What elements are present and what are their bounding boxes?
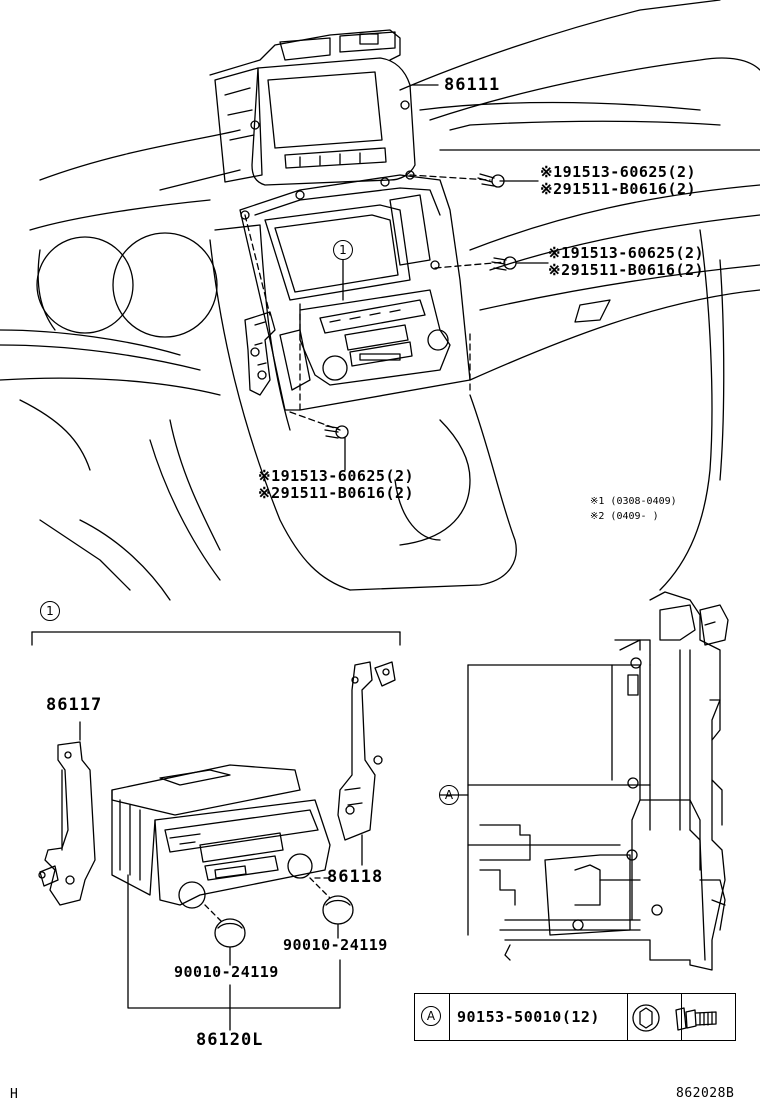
footer-right: 862028B (676, 1086, 735, 1101)
note-2: ※2 (0409- ) (590, 511, 659, 522)
label-knob-right: 90010-24119 (283, 936, 388, 954)
bracket-86118 (337, 661, 396, 841)
ref-letter-A-detail: A (439, 785, 459, 805)
top-dashed-leaders (244, 174, 506, 431)
display-unit-86111 (209, 29, 416, 186)
knob-right (322, 895, 354, 925)
ref-circle-1-top: 1 (333, 240, 353, 260)
label-86120L: 86120L (196, 1030, 264, 1050)
top-leaders (342, 84, 549, 471)
legend-letter-cell: A (415, 994, 450, 1040)
label-86117: 86117 (46, 695, 103, 715)
label-bolt-middle-line1: ※191513-60625(2) (548, 244, 705, 262)
legend-icon-cell (627, 994, 682, 1040)
bolt-top-lower (324, 425, 349, 439)
bracket-86117 (38, 741, 96, 906)
label-bolt-lower-line1: ※191513-60625(2) (258, 467, 415, 485)
dashboard-outline (0, 0, 760, 601)
label-86111: 86111 (444, 75, 501, 95)
audio-unit-86120L (111, 764, 331, 909)
label-bolt-upper-line1: ※191513-60625(2) (540, 163, 697, 181)
note-1: ※1 (0308-0409) (590, 496, 677, 507)
label-bolt-middle-line2: ※291511-B0616(2) (548, 261, 705, 279)
legend-bolt-head-icon (632, 1004, 660, 1032)
legend-table: A 90153-50010(12) (414, 993, 736, 1041)
label-86118: 86118 (327, 867, 384, 887)
label-bolt-lower-line2: ※291511-B0616(2) (258, 484, 415, 502)
section-dashed-leaders (204, 877, 331, 923)
section-header-line (31, 631, 401, 646)
legend-part-cell: 90153-50010(12) (449, 994, 628, 1040)
label-knob-left: 90010-24119 (174, 963, 279, 981)
section-leaders (79, 721, 363, 1031)
dash-frame (239, 170, 471, 411)
knob-left (214, 918, 246, 948)
legend-part-number: 90153-50010(12) (457, 1008, 600, 1026)
label-bolt-upper-line2: ※291511-B0616(2) (540, 180, 697, 198)
detail-view-A (439, 591, 729, 971)
bolt-top-right-middle (491, 256, 517, 271)
ref-circle-1-section: 1 (40, 601, 60, 621)
footer-left: H (10, 1087, 19, 1102)
legend-letter-A: A (421, 1006, 441, 1026)
